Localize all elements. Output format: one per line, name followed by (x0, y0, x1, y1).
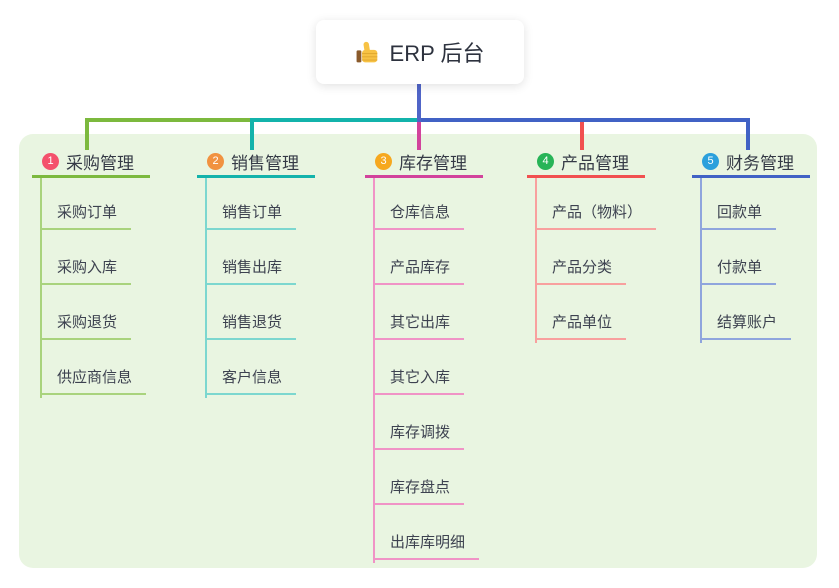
trunk-right-blue (417, 118, 750, 122)
child-label: 采购退货 (57, 314, 118, 331)
root-label: ERP 后台 (389, 41, 485, 66)
child-label: 结算账户 (717, 314, 778, 331)
child-label: 仓库信息 (390, 204, 451, 221)
child-node[interactable]: 产品库存 (373, 230, 465, 285)
child-label: 产品库存 (390, 259, 451, 276)
branch-label: 库存管理 (399, 153, 467, 173)
child-node[interactable]: 客户信息 (205, 340, 297, 395)
root-node[interactable]: ERP 后台 (315, 20, 524, 84)
branch-title-2[interactable]: 2 销售管理 (197, 147, 315, 178)
child-node[interactable]: 回款单 (700, 175, 777, 230)
child-label: 采购入库 (57, 259, 118, 276)
child-node[interactable]: 其它出库 (373, 285, 465, 340)
branch-4-drop-line (580, 118, 584, 150)
branch-title-4[interactable]: 4 产品管理 (527, 147, 645, 178)
branch-5-number-badge: 5 (702, 152, 719, 170)
child-label: 产品分类 (552, 259, 613, 276)
child-label: 库存调拨 (390, 424, 451, 441)
children-connector-line (373, 178, 375, 563)
branch-1-drop-line (85, 118, 89, 150)
child-node[interactable]: 采购入库 (40, 230, 132, 285)
child-label: 客户信息 (222, 369, 283, 386)
children-connector-line (205, 178, 207, 398)
child-node[interactable]: 产品（物料） (535, 175, 657, 230)
child-label: 供应商信息 (57, 369, 133, 386)
child-label: 其它出库 (390, 314, 451, 331)
children-connector-line (40, 178, 42, 398)
branch-title-3[interactable]: 3 库存管理 (365, 147, 483, 178)
child-label: 库存盘点 (390, 479, 451, 496)
branch-5-drop-line (746, 118, 750, 150)
thumbs-up-icon (355, 40, 380, 65)
branch-2-children: 销售订单销售出库销售退货客户信息 (205, 175, 297, 398)
child-node[interactable]: 销售退货 (205, 285, 297, 340)
child-label: 销售订单 (222, 204, 283, 221)
branch-1-number-badge: 1 (42, 152, 59, 170)
branch-title-5[interactable]: 5 财务管理 (692, 147, 810, 178)
branch-3-drop-line (417, 118, 421, 150)
child-label: 付款单 (717, 259, 763, 276)
child-label: 采购订单 (57, 204, 118, 221)
child-node[interactable]: 付款单 (700, 230, 777, 285)
child-node[interactable]: 采购订单 (40, 175, 132, 230)
branch-3-number-badge: 3 (375, 152, 392, 170)
child-label: 销售退货 (222, 314, 283, 331)
child-node[interactable]: 库存调拨 (373, 395, 465, 450)
child-label: 回款单 (717, 204, 763, 221)
branch-5-children: 回款单付款单结算账户 (700, 175, 792, 343)
child-node[interactable]: 其它入库 (373, 340, 465, 395)
branch-label: 销售管理 (231, 153, 299, 173)
root-drop-line (417, 84, 421, 122)
trunk-left-green (85, 118, 254, 122)
child-node[interactable]: 产品单位 (535, 285, 627, 340)
branch-label: 财务管理 (726, 153, 794, 173)
branch-4-number-badge: 4 (537, 152, 554, 170)
child-label: 产品（物料） (552, 204, 643, 221)
child-label: 产品单位 (552, 314, 613, 331)
child-label: 其它入库 (390, 369, 451, 386)
branch-2-drop-line (250, 118, 254, 150)
children-connector-line (700, 178, 702, 343)
branch-title-1[interactable]: 1 采购管理 (32, 147, 150, 178)
canvas-panel (19, 134, 817, 568)
child-node[interactable]: 供应商信息 (40, 340, 147, 395)
branch-1-children: 采购订单采购入库采购退货供应商信息 (40, 175, 147, 398)
child-node[interactable]: 仓库信息 (373, 175, 465, 230)
child-node[interactable]: 出库库明细 (373, 505, 480, 560)
branch-2-number-badge: 2 (207, 152, 224, 170)
branch-label: 产品管理 (561, 153, 629, 173)
branch-4-children: 产品（物料） 产品分类产品单位 (535, 175, 657, 343)
child-label: 出库库明细 (390, 534, 466, 551)
child-node[interactable]: 销售订单 (205, 175, 297, 230)
child-label: 销售出库 (222, 259, 283, 276)
child-node[interactable]: 结算账户 (700, 285, 792, 340)
child-node[interactable]: 库存盘点 (373, 450, 465, 505)
child-node[interactable]: 采购退货 (40, 285, 132, 340)
branch-3-children: 仓库信息产品库存其它出库其它入库库存调拨库存盘点出库库明细 (373, 175, 480, 563)
children-connector-line (535, 178, 537, 343)
trunk-mid-teal (250, 118, 421, 122)
branch-label: 采购管理 (66, 153, 134, 173)
child-node[interactable]: 产品分类 (535, 230, 627, 285)
child-node[interactable]: 销售出库 (205, 230, 297, 285)
